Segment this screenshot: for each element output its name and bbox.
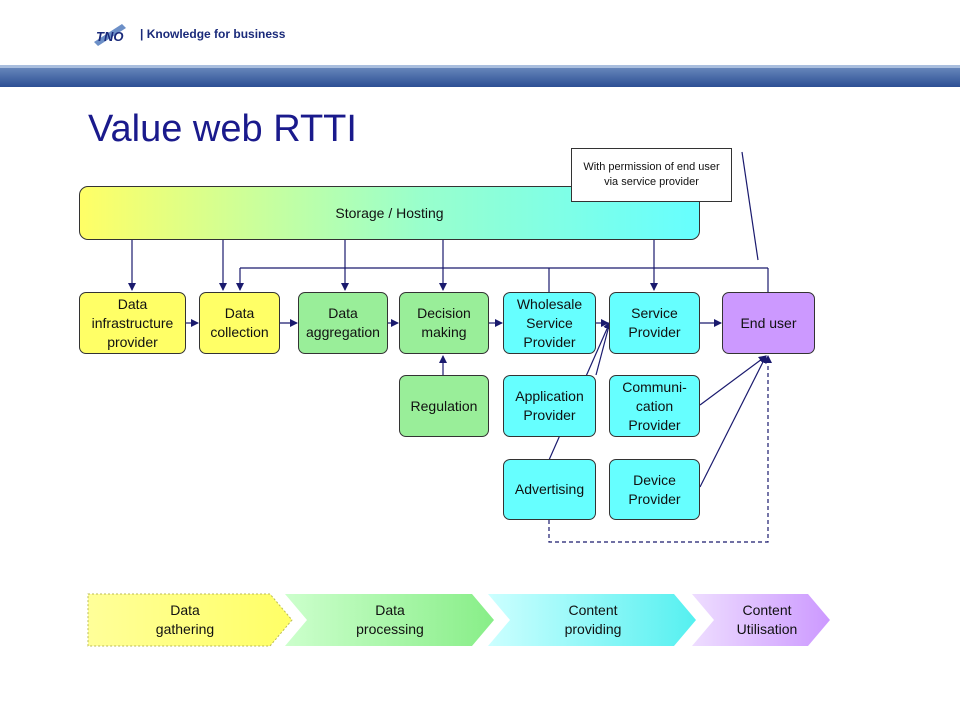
data-collection-box: Data collection bbox=[199, 292, 280, 354]
phase-chevron-utilisation bbox=[692, 594, 830, 646]
phase-label-gathering: Data gathering bbox=[155, 602, 215, 637]
phase-chevron-gathering bbox=[87, 593, 293, 647]
decision-making-box: Decision making bbox=[399, 292, 489, 354]
regulation-box: Regulation bbox=[399, 375, 489, 437]
advertising-box: Advertising bbox=[503, 459, 596, 520]
tno-logo-icon: TNO bbox=[94, 24, 126, 46]
communication-provider-box: Communi- cation Provider bbox=[609, 375, 700, 437]
logo-tagline: | Knowledge for business bbox=[140, 27, 286, 41]
svg-text:TNO: TNO bbox=[96, 29, 123, 44]
wholesale-service-provider-box: Wholesale Service Provider bbox=[503, 292, 596, 354]
data-aggregation-box: Data aggregation bbox=[298, 292, 388, 354]
header-band bbox=[0, 65, 960, 87]
note-pointer-line bbox=[741, 151, 759, 261]
arrow-device-to-enduser bbox=[699, 355, 767, 488]
phase-label-processing: Data processing bbox=[356, 602, 424, 637]
phase-chevron-providing bbox=[488, 594, 696, 646]
header-band-highlight bbox=[0, 65, 960, 68]
permission-note: With permission of end user via service … bbox=[571, 148, 732, 202]
phase-chevron-processing bbox=[285, 594, 494, 646]
arrow-application-to-service bbox=[595, 321, 613, 376]
arrow-communication-to-enduser bbox=[699, 355, 767, 406]
page-title: Value web RTTI bbox=[88, 108, 357, 150]
end-user-box: End user bbox=[722, 292, 815, 354]
data-infrastructure-provider-box: Data infrastructure provider bbox=[79, 292, 186, 354]
phase-label-utilisation: Content Utilisation bbox=[736, 602, 798, 637]
dashed-loop-advertising-enduser bbox=[548, 355, 772, 543]
phase-label-providing: Content providing bbox=[564, 602, 622, 637]
device-provider-box: Device Provider bbox=[609, 459, 700, 520]
application-provider-box: Application Provider bbox=[503, 375, 596, 437]
service-provider-box: Service Provider bbox=[609, 292, 700, 354]
